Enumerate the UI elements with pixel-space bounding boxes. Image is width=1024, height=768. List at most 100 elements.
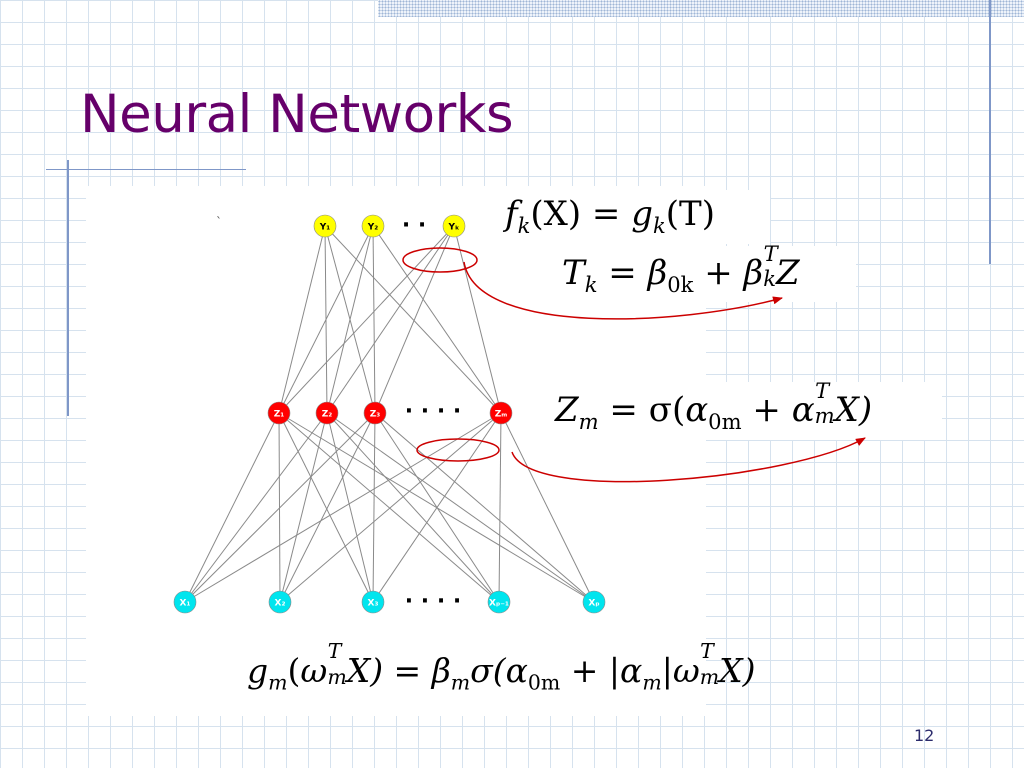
eq-omega-superscript: T bbox=[327, 638, 342, 663]
connection-hidden1-input4 bbox=[278, 412, 500, 603]
eq-alpha0-symbol: α bbox=[685, 390, 709, 430]
eq-z-variable: Z bbox=[775, 253, 800, 293]
hidden-node-label-2: Z₂ bbox=[322, 410, 333, 420]
connection-hidden2-input1 bbox=[184, 412, 328, 603]
eq-betam-subscript: m bbox=[450, 670, 471, 695]
input-node-1 bbox=[173, 590, 197, 614]
hidden-node-2 bbox=[315, 401, 339, 425]
connection-hidden2-input3 bbox=[326, 412, 374, 603]
input-node-label-5: Xₚ bbox=[588, 599, 599, 609]
eq-beta-superscript: T bbox=[763, 240, 778, 266]
connection-output3-hidden1 bbox=[278, 225, 455, 414]
eq-gm-alpha-subscript: m bbox=[642, 670, 662, 695]
eq-z-subscript: m bbox=[578, 408, 599, 434]
input-node-2 bbox=[268, 590, 292, 614]
eq-f-symbol: f bbox=[505, 194, 518, 234]
output-layer-ellipsis: · · bbox=[402, 213, 426, 238]
eq-gm-alpha0-subscript: 0m bbox=[527, 670, 561, 695]
eq-beta-subscript: k bbox=[763, 265, 776, 291]
eq-t-equals: = bbox=[597, 253, 648, 293]
equation-output-function: fk(X) = gk(T) bbox=[505, 197, 715, 236]
input-node-label-3: X₃ bbox=[368, 599, 379, 609]
eq-gm-plus-bar: + | bbox=[560, 651, 621, 690]
eq-betam-symbol: β bbox=[431, 651, 451, 690]
eq-gm-subscript: m bbox=[268, 670, 288, 695]
title-underline-rule bbox=[46, 169, 246, 170]
hidden-node-3 bbox=[363, 401, 387, 425]
output-node-label-1: Y₁ bbox=[319, 223, 331, 233]
equation-background-f bbox=[498, 190, 770, 244]
eq-alpha-symbol: α bbox=[791, 390, 815, 430]
left-vertical-rule bbox=[67, 160, 69, 416]
top-decorative-band bbox=[378, 0, 1024, 17]
input-node-label-2: X₂ bbox=[275, 599, 286, 609]
eq-t-subscript: k bbox=[584, 271, 598, 297]
eq-gm-alpha-symbol: α bbox=[620, 651, 643, 690]
connection-hidden4-input1 bbox=[184, 412, 502, 603]
connection-output2-hidden4 bbox=[372, 225, 502, 414]
eq-omega-symbol: ω bbox=[300, 651, 328, 690]
input-node-label-1: X₁ bbox=[180, 599, 191, 609]
hidden-node-label-1: Z₁ bbox=[274, 410, 285, 420]
stray-tick-mark: ` bbox=[216, 215, 222, 229]
eq-x-variable: X) bbox=[834, 390, 873, 430]
eq-alpha0-subscript: 0m bbox=[708, 408, 742, 434]
equation-background-t bbox=[556, 246, 856, 302]
eq-z-symbol: Z bbox=[555, 390, 579, 430]
hidden-node-4 bbox=[489, 401, 513, 425]
connection-hidden2-input2 bbox=[279, 412, 328, 603]
connection-output3-hidden3 bbox=[374, 225, 455, 414]
top-right-vertical-rule bbox=[989, 0, 991, 264]
output-node-3 bbox=[442, 214, 466, 238]
output-weights-highlight-ellipse bbox=[402, 247, 478, 273]
hidden-layer-ellipsis: · · · · bbox=[405, 399, 461, 424]
hidden-node-label-3: Z₃ bbox=[370, 410, 381, 420]
eq-gm-symbol: g bbox=[247, 651, 269, 690]
eq-alpha-subscript: m bbox=[814, 402, 835, 428]
eq-gm-closing-bar: | bbox=[661, 651, 673, 690]
eq-gm-x-equals: X) = bbox=[346, 651, 432, 690]
connection-hidden2-input5 bbox=[326, 412, 595, 603]
hidden-node-1 bbox=[267, 401, 291, 425]
eq-gm-open-paren: ( bbox=[287, 651, 301, 690]
connection-output2-hidden3 bbox=[372, 225, 376, 414]
connection-hidden1-input1 bbox=[184, 412, 280, 603]
input-layer-ellipsis: · · · · bbox=[405, 589, 461, 614]
connection-output2-hidden2 bbox=[326, 225, 374, 414]
connection-output3-hidden4 bbox=[453, 225, 502, 414]
eq-omega2-subscript: m bbox=[699, 664, 720, 689]
eq-g-subscript: k bbox=[652, 212, 666, 238]
eq-z-plus: + bbox=[741, 390, 792, 430]
hidden-weights-highlight-ellipse bbox=[416, 438, 500, 462]
hidden-weights-arrow bbox=[511, 437, 866, 483]
output-node-label-3: Yₖ bbox=[448, 223, 460, 233]
connection-hidden3-input1 bbox=[184, 412, 376, 603]
eq-gm-alpha0-symbol: α bbox=[505, 651, 528, 690]
eq-omega-subscript: m bbox=[327, 664, 347, 689]
eq-t-symbol: T bbox=[562, 253, 585, 293]
connection-hidden4-input3 bbox=[372, 412, 502, 603]
connection-hidden3-input3 bbox=[372, 412, 376, 603]
eq-f-argument: (X) = bbox=[530, 194, 632, 234]
output-node-label-2: Y₂ bbox=[367, 223, 379, 233]
eq-f-subscript: k bbox=[517, 212, 531, 238]
connection-hidden3-input2 bbox=[279, 412, 376, 603]
hidden-node-label-4: Zₘ bbox=[495, 410, 508, 420]
eq-omega2-superscript: T bbox=[700, 638, 714, 663]
connection-output1-hidden4 bbox=[324, 225, 502, 414]
equation-background-z bbox=[548, 382, 942, 440]
connection-hidden1-input3 bbox=[278, 412, 374, 603]
connection-hidden3-input5 bbox=[374, 412, 595, 603]
output-node-1 bbox=[313, 214, 337, 238]
eq-omega2-symbol: ω bbox=[672, 651, 700, 690]
connection-output2-hidden1 bbox=[278, 225, 374, 414]
input-node-3 bbox=[361, 590, 385, 614]
input-node-label-4: Xₚ₋₁ bbox=[489, 599, 509, 609]
slide-title: Neural Networks bbox=[80, 84, 514, 145]
connection-hidden4-input5 bbox=[500, 412, 595, 603]
connection-hidden2-input4 bbox=[326, 412, 500, 603]
eq-g-argument: (T) bbox=[665, 194, 715, 234]
